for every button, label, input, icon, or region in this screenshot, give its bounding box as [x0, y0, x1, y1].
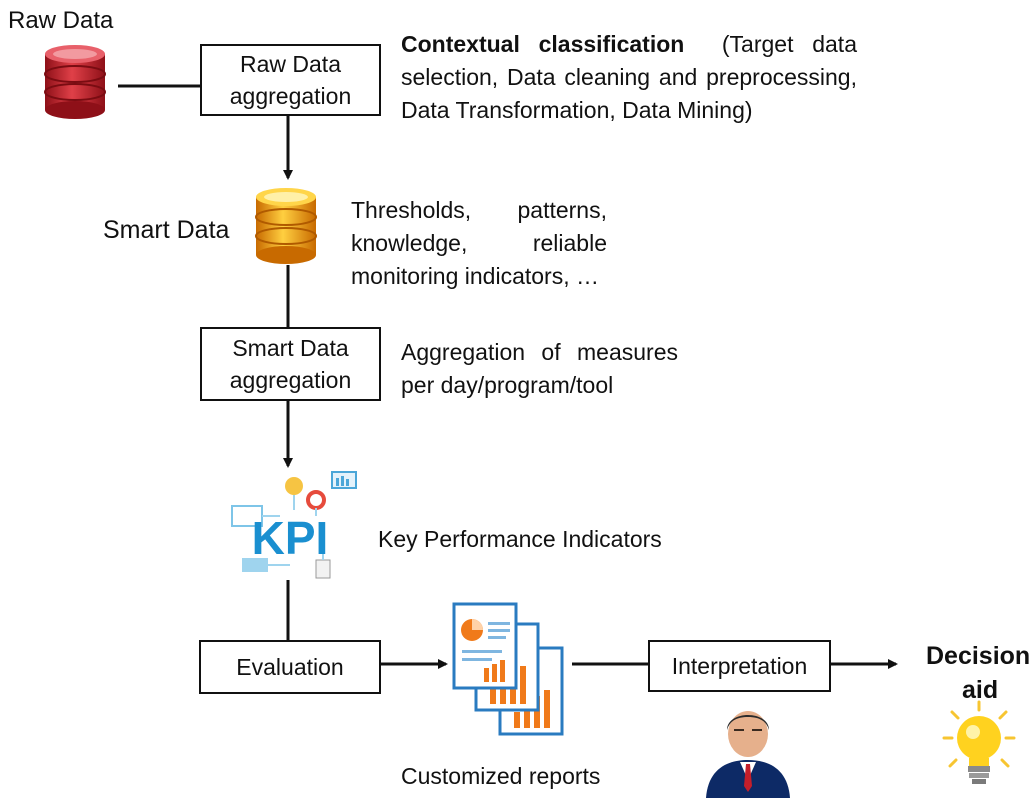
lightbulb-icon: [942, 700, 1016, 784]
raw-data-aggregation-box: Raw Data aggregation: [200, 44, 381, 116]
raw-data-label: Raw Data: [8, 7, 114, 34]
smart-database-icon: [255, 188, 317, 264]
contextual-bold-title: Contextual classification: [401, 31, 685, 57]
interpretation-box: Interpretation: [648, 640, 831, 692]
smart-data-label: Smart Data: [103, 216, 230, 244]
kpi-icon: KPI: [231, 471, 357, 579]
evaluation-box: Evaluation: [199, 640, 381, 694]
aggregation-description: Aggregation of measures per day/program/…: [401, 336, 678, 402]
raw-database-icon: [44, 45, 106, 119]
smart-desc-line2: knowledge, reliable: [351, 230, 607, 256]
contextual-line3: Data Transformation, Data Mining): [401, 97, 753, 123]
evaluation-label: Evaluation: [236, 654, 344, 680]
smart-data-aggregation-line1: Smart Data: [232, 335, 349, 361]
kpi-caption-label: Key Performance Indicators: [378, 526, 662, 552]
contextual-line1-rest: (Target data: [721, 31, 857, 57]
smart-data-description: Thresholds, patterns, knowledge, reliabl…: [351, 194, 607, 293]
kpi-text: KPI: [252, 512, 329, 564]
raw-data-aggregation-line1: Raw Data: [240, 51, 341, 77]
reports-icon: [452, 602, 564, 736]
decision-aid-label-line1: Decision: [926, 642, 1031, 670]
contextual-classification-description: Contextual classification (Target data s…: [401, 28, 857, 127]
aggregation-desc-line2: per day/program/tool: [401, 372, 614, 398]
contextual-line2: selection, Data cleaning and preprocessi…: [401, 64, 857, 90]
smart-data-aggregation-line2: aggregation: [229, 367, 352, 393]
smart-data-aggregation-box: Smart Data aggregation: [200, 327, 381, 401]
raw-data-aggregation-line2: aggregation: [229, 83, 352, 109]
interpretation-label: Interpretation: [671, 653, 808, 679]
customized-reports-label: Customized reports: [401, 763, 601, 789]
businessman-icon: [706, 711, 790, 798]
aggregation-desc-line1: Aggregation of measures: [401, 339, 678, 365]
contextual-line1: Contextual classification (Target data: [401, 28, 857, 61]
smart-desc-line3: monitoring indicators, …: [351, 263, 599, 289]
smart-desc-line1: Thresholds, patterns,: [351, 197, 607, 223]
decision-aid-label-line2: aid: [962, 676, 999, 704]
